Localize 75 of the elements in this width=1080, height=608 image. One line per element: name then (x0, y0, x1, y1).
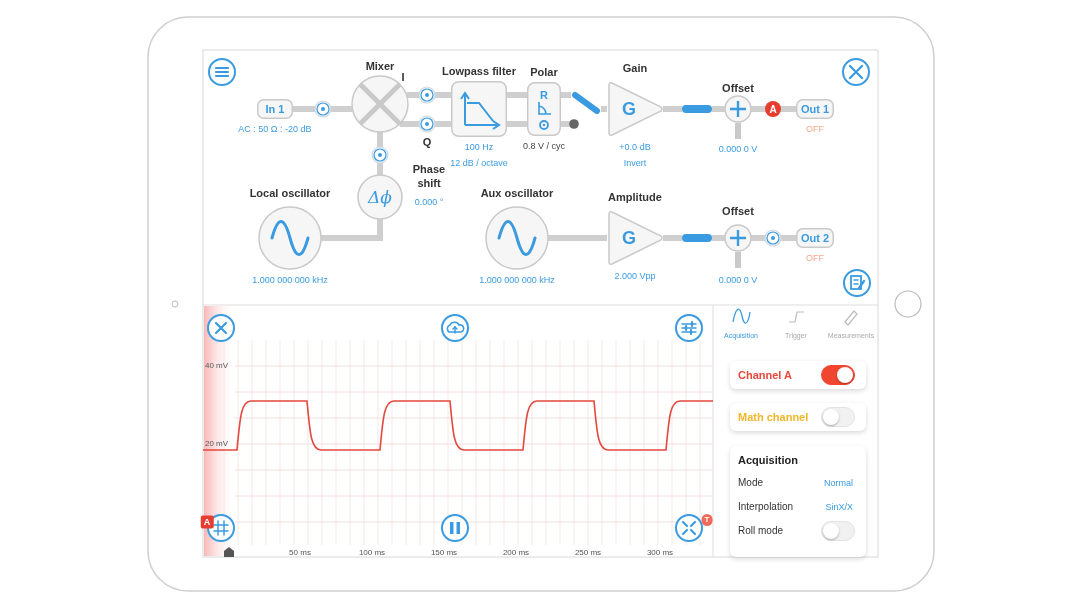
parameter-value: 100 Hz (464, 141, 494, 153)
signal-line (561, 119, 579, 129)
block-title: Local oscillator (249, 186, 331, 200)
axis-tick-label: 250 ms (574, 549, 602, 557)
block-title: Aux oscillator (480, 186, 554, 200)
symbol-text: Out 2 (800, 232, 830, 244)
symbol-text: G (622, 227, 636, 249)
signal-line (751, 106, 766, 112)
block-title: Lowpass filter (442, 64, 516, 78)
parameter-value: 0.8 V / cyc (523, 140, 565, 152)
signal-line (601, 106, 607, 112)
block-title: I (401, 70, 405, 84)
block-title: Amplitude (608, 190, 662, 204)
parameter-value: 0.000 0 V (718, 274, 758, 286)
signal-line (435, 121, 451, 127)
signal-line (331, 106, 353, 112)
signal-line (435, 92, 451, 98)
block-title: Offset (722, 204, 754, 218)
section-title: Acquisition (738, 454, 798, 466)
signal-line (406, 92, 419, 98)
parameter-value: 1.000 000 000 kHz (252, 274, 328, 286)
block-title: Offset (722, 81, 754, 95)
setting-value: SinX/X (825, 502, 853, 512)
axis-tick-label: 20 mV (205, 440, 229, 448)
signal-line (663, 106, 682, 112)
parameter-value: 2.000 Vpp (614, 270, 656, 282)
symbol-text: R (540, 89, 548, 101)
block-title: Mixer (365, 59, 395, 73)
symbol-text: G (622, 98, 636, 120)
parameter-value: 0.000 ° (414, 196, 444, 208)
block-title: Q (422, 135, 432, 149)
setting-label: Math channel (738, 411, 809, 423)
block-title: Gain (622, 61, 648, 75)
axis-tick-label: 100 ms (358, 549, 386, 557)
block-title: Phase shift (411, 162, 447, 190)
parameter-value: Invert (623, 157, 647, 169)
channel-marker: A (200, 515, 214, 529)
parameter-value: OFF (806, 252, 824, 264)
signal-line (507, 121, 527, 127)
parameter-value: AC : 50 Ω : -20 dB (238, 123, 312, 135)
symbol-text: Δϕ (368, 187, 392, 207)
signal-line (780, 106, 796, 112)
block-title: Polar (530, 65, 558, 79)
parameter-value: +0.0 dB (619, 141, 651, 153)
signal-line (712, 106, 725, 112)
signal-line (377, 132, 383, 147)
signal-line (399, 121, 419, 127)
axis-tick-label: 50 ms (289, 549, 311, 557)
axis-tick-label: 40 mV (205, 362, 229, 370)
signal-line (507, 92, 527, 98)
axis-tick-label: 300 ms (646, 549, 674, 557)
setting-label: Channel A (738, 369, 792, 381)
axis-tick-label: 150 ms (430, 549, 458, 557)
signal-line (377, 163, 383, 175)
signal-line (663, 235, 682, 241)
parameter-value: 0.000 0 V (718, 143, 758, 155)
signal-line (293, 106, 315, 112)
symbol-text: A (769, 103, 777, 115)
parameter-value: 12 dB / octave (450, 157, 508, 169)
signal-line (548, 235, 607, 241)
signal-line (321, 219, 383, 241)
signal-line (751, 235, 765, 241)
symbol-text: In 1 (265, 103, 285, 115)
parameter-value: 1.000 000 000 kHz (479, 274, 555, 286)
trigger-marker: T (701, 514, 713, 526)
setting-label: Interpolation (738, 502, 794, 512)
symbol-text: Out 1 (800, 103, 830, 115)
signal-line (781, 235, 796, 241)
signal-line (712, 235, 725, 241)
setting-value: Normal (824, 478, 853, 488)
setting-label: Mode (738, 478, 763, 488)
parameter-value: OFF (806, 123, 824, 135)
signal-line (561, 92, 571, 98)
setting-label: Roll mode (738, 526, 784, 536)
axis-tick-label: 200 ms (502, 549, 530, 557)
